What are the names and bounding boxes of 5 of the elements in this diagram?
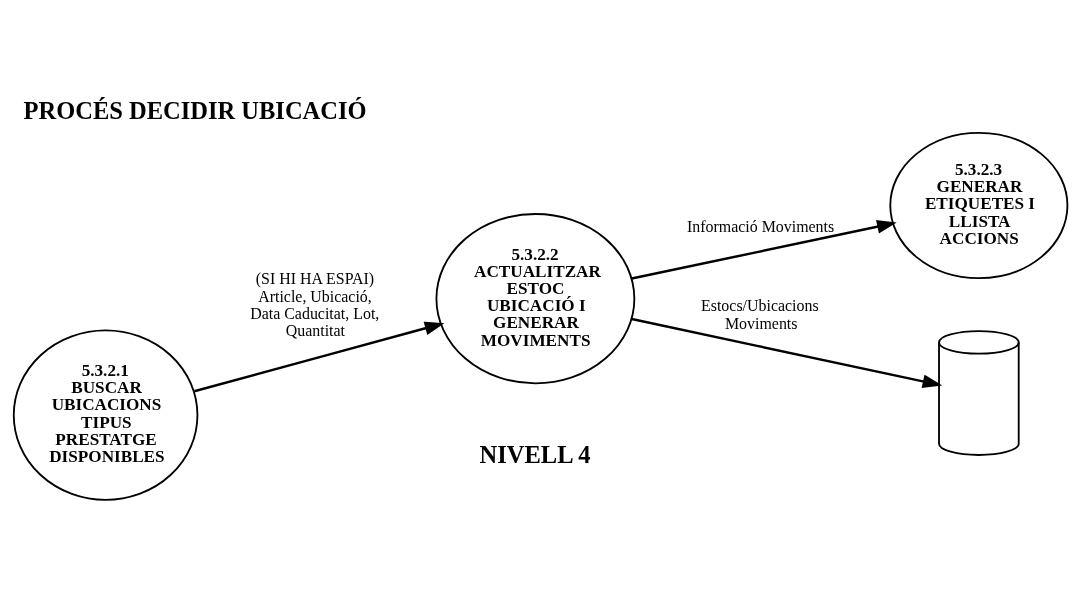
label: NIVELL 4 [479,440,591,468]
edge-label: Estocs/Ubicacions Moviments [701,297,819,332]
edge-label: Informació Moviments [686,217,835,235]
diagram-title: PROCÉS DECIDIR UBICACIÓ [23,97,367,125]
edge-label: (SI HI HA ESPAI) Article, Ubicació, Data Caducitat, Lot, Quantitat [250,270,380,339]
